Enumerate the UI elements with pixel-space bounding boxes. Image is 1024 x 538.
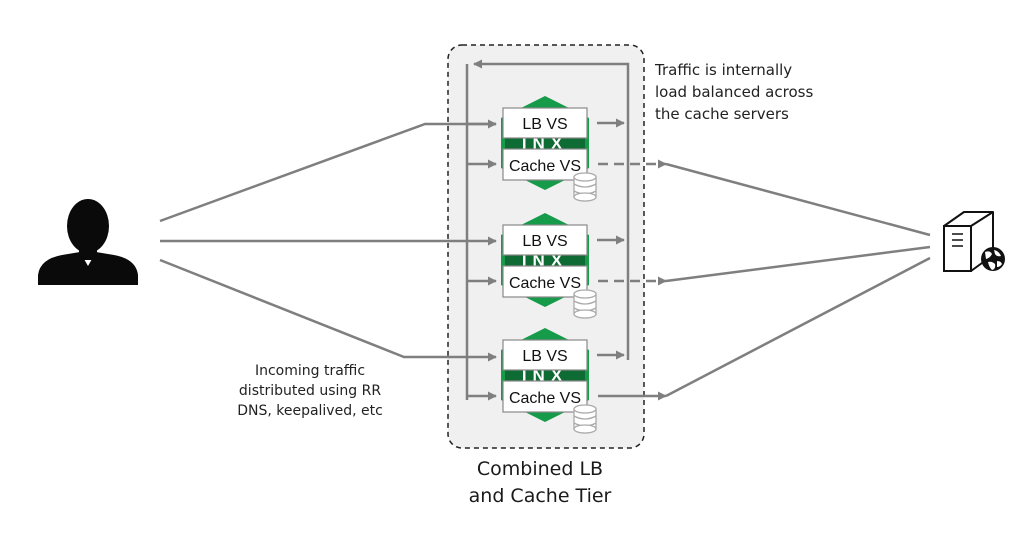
logo-text: INX [522, 366, 568, 385]
note-line: load balanced across [655, 83, 814, 101]
globe-icon [981, 247, 1005, 271]
lb-vs-label: LB VS [522, 348, 567, 365]
database-icon [573, 172, 597, 202]
database-ring [573, 300, 597, 305]
cache-vs-box [502, 265, 588, 298]
note-line: DNS, keepalived, etc [237, 403, 383, 419]
origin-link [665, 162, 931, 237]
incoming-traffic-note: Incoming traffic distributed using RR DN… [200, 361, 420, 421]
database-icon [573, 289, 597, 319]
lb-vs-label: LB VS [522, 116, 567, 133]
database-top [573, 404, 597, 414]
internal-traffic-note: Traffic is internally load balanced acro… [655, 59, 813, 125]
cache-vs-label: Cache VS [509, 390, 581, 407]
logo-strip [505, 135, 585, 151]
logo-text: INX [522, 251, 568, 270]
lb-vs-box [502, 224, 588, 256]
lb-vs-box [502, 339, 588, 371]
lb-vs-label: LB VS [522, 233, 567, 250]
tier-label-line: Combined LB [476, 458, 604, 480]
cache-vs-box [502, 148, 588, 181]
loop-top-line [473, 59, 630, 360]
database-ring [573, 183, 597, 188]
database-ring [573, 415, 597, 420]
database-bottom [573, 424, 597, 434]
note-line: distributed using RR [238, 383, 382, 399]
database-bottom [573, 309, 597, 319]
origin-link [665, 245, 931, 283]
tier-label: Combined LB and Cache Tier [440, 456, 640, 510]
cache-vs-label: Cache VS [509, 275, 581, 292]
incoming-arrow [159, 258, 497, 362]
cache-vs-box [502, 380, 588, 413]
note-line: Traffic is internally [655, 61, 793, 79]
note-line: Incoming traffic [254, 363, 366, 379]
connectors-layer [159, 118, 931, 401]
web-server-icon [943, 211, 1005, 272]
database-top [573, 172, 597, 182]
logo-strip [505, 367, 585, 383]
logo-text: INX [522, 134, 568, 153]
database-icon [573, 404, 597, 434]
user-icon [38, 199, 138, 285]
database-top [573, 289, 597, 299]
lb-vs-box [502, 107, 588, 139]
incoming-arrow [159, 119, 497, 223]
note-line: the cache servers [655, 105, 789, 123]
logo-strip [505, 252, 585, 268]
origin-link [665, 256, 931, 398]
cache-vs-label: Cache VS [509, 158, 581, 175]
database-bottom [573, 192, 597, 202]
internal-loop [465, 59, 630, 400]
tier-label-line: and Cache Tier [468, 485, 612, 507]
